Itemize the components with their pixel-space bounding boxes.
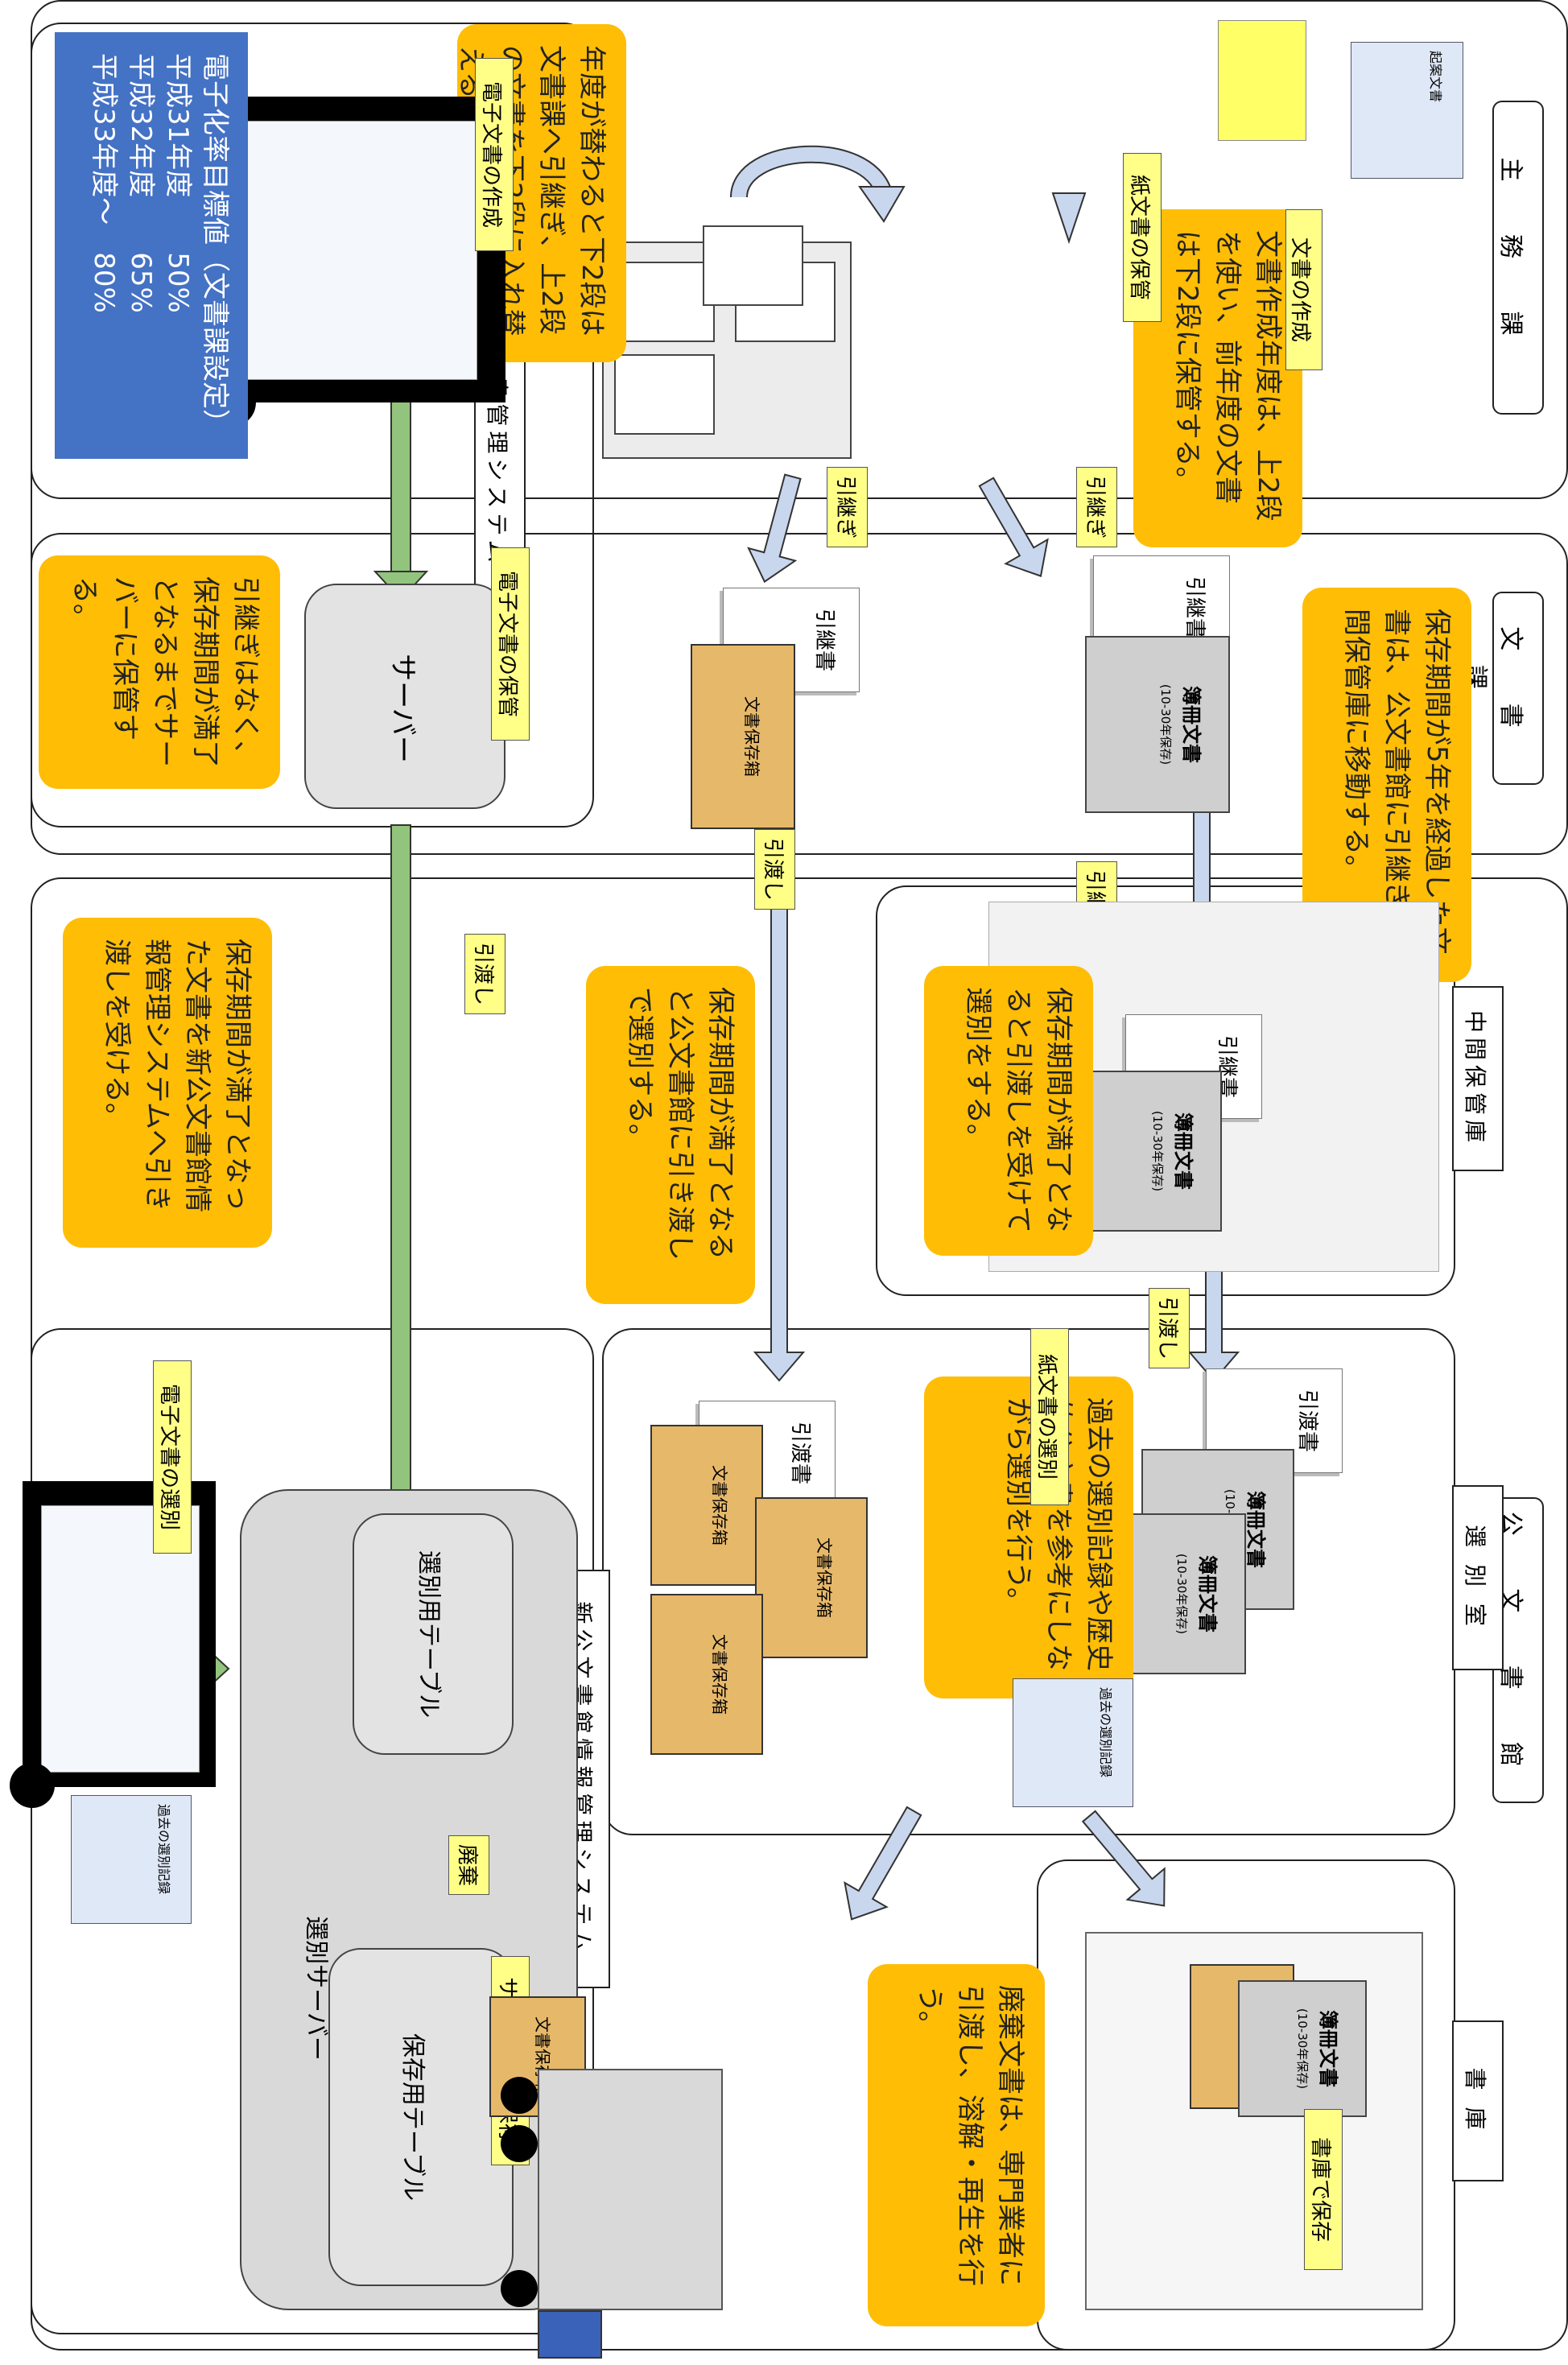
kami-hokan-tag: 紙文書の保管 [1123,153,1162,322]
cabinet-drawer [703,225,803,306]
target-row: 平成33年度～ 80% [85,53,122,438]
shoko-hozon-tag: 書庫で保存 [1304,2109,1343,2270]
haiki-tag: 廃棄 [448,1835,489,1895]
target-title: 電子化率目標値（文書課設定） [196,53,233,438]
hikitsugi-tag: 引継ぎ [827,467,868,547]
callout-c9: 廃棄文書は、専門業者に引渡し、溶解・再生を行う。 [868,1964,1045,2326]
bosatsu-binder: 簿冊文書(10-30年保存) [1085,636,1230,813]
pc-stand [10,1763,55,1808]
hozonbako-box: 文書保存箱 [650,1425,763,1586]
blue-arrow-cabinet-in [1053,193,1085,241]
denshi-senbetsu-tag: 電子文書の選別 [153,1360,192,1554]
hikiwatashi-tag: 引渡し [464,934,505,1014]
callout-c6: 保存期間が満了となると公文書館に引き渡しで選別する。 [586,966,755,1304]
callout-c7: 保存期間が満了となると引渡しを受けて選別をする。 [924,966,1093,1256]
blue-arrow-sen-to-haiki [831,1799,935,1931]
blue-arrow-bunsho-to-sen [755,837,803,1381]
cabinet-drawer [614,262,715,342]
kami-senbetsu-tag: 紙文書の選別 [1030,1328,1069,1505]
bosatsu-binder: 簿冊文書(10-30年保存) [1238,1980,1367,2117]
denshi-hokan-tag: 電子文書の保管 [491,547,530,741]
target-panel: 電子化率目標値（文書課設定） 平成31年度 50% 平成32年度 65% 平成3… [55,32,248,459]
truck-wheel [501,2125,538,2162]
truck [538,2069,723,2310]
blue-arrow-cab-to-bunsho-2 [966,470,1062,588]
bunsho-sakusei-label: 文書の作成 [1285,209,1322,370]
callout-c3: 引継ぎはなく、保存期間が満了となるまでサーバーに保管する。 [39,555,280,789]
kian-doc: 起案文書 [1351,42,1463,179]
senbetsu-table-label: 選別用テーブル [414,1521,449,1747]
hikitsugi-tag: 引継ぎ [1076,467,1117,547]
hozon-table-label: 保存用テーブル [398,1988,433,2246]
kako-doc: 過去の選別記録 [71,1795,192,1924]
truck-wheel [501,2077,538,2114]
blue-arrow-cab-to-bunsho-1 [741,470,816,588]
target-row: 平成32年度 65% [122,53,159,438]
kako-doc: 過去の選別記録 [1013,1678,1133,1807]
callout-c5: 保存期間が満了となった文書を新公文書館情報管理システムへ引き渡しを受ける。 [63,918,272,1248]
denshi-sakusei-label: 電子文書の作成 [475,58,514,251]
cabinet-drawer [614,354,715,435]
hozonbako-box: 文書保存箱 [650,1594,763,1755]
hikiwatashi-tag: 引渡し [754,829,795,910]
callout-c8: 過去の選別記録や歴史的公文書を参考にしながら選別を行う。 [924,1376,1133,1698]
hikiwatashi-tag: 引渡し [1149,1288,1190,1368]
kian-doc-label: 起案文書 [1428,51,1443,102]
paper-folder [1218,20,1306,141]
server-label: サーバー [386,636,425,781]
blue-arrow-chukan-to-sen [1190,1256,1238,1381]
truck-wheel [501,2270,538,2307]
hozonbako-box: 文書保存箱 [755,1497,868,1658]
target-row: 平成31年度 50% [159,53,196,438]
hozonbako-box: 文書保存箱 [691,644,795,829]
pc-screen [222,121,477,380]
blue-arrow-sen-to-shoko [1071,1801,1182,1921]
green-arrow-create-to-server [375,378,427,600]
truck-cab [538,2310,602,2359]
